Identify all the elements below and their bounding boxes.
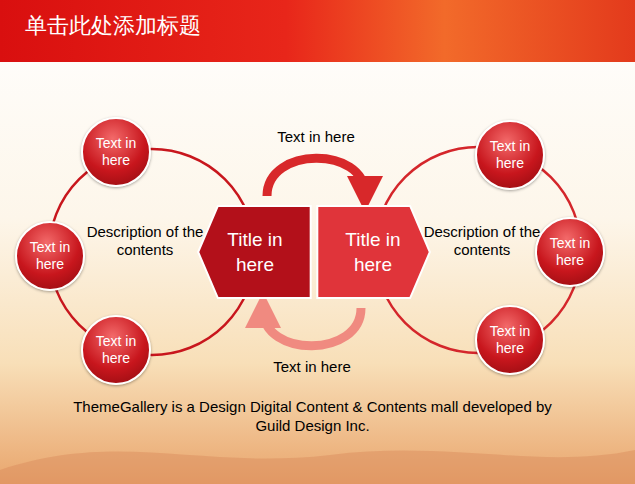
node-text: Text in here: [477, 323, 543, 357]
description-label: Description of the contents: [85, 223, 205, 259]
curved-arrow: [267, 158, 365, 196]
arrow-outline: [197, 204, 313, 300]
arrow-outline: [315, 204, 431, 300]
caption: ThemeGallery is a Design Digital Content…: [60, 397, 565, 435]
title-box: Title in here: [315, 204, 431, 300]
text-circle: Text in here: [15, 221, 85, 291]
node-text: Text in here: [83, 135, 149, 169]
arrow-label: Text in here: [277, 128, 355, 146]
text-circle: Text in here: [81, 117, 151, 187]
node-text: Text in here: [477, 138, 543, 172]
node-text: Title in here: [197, 227, 313, 277]
text-circle: Text in here: [535, 217, 605, 287]
description-label: Description of the contents: [422, 223, 542, 259]
text-circle: Text in here: [475, 120, 545, 190]
node-text: Text in here: [17, 239, 83, 273]
node-text: Text in here: [83, 333, 149, 367]
title-box: Title in here: [197, 204, 313, 300]
node-text: Title in here: [315, 227, 431, 277]
curved-arrow: [263, 308, 361, 346]
page-title: 单击此处添加标题: [25, 11, 201, 41]
arrow-label: Text in here: [273, 358, 351, 376]
text-circle: Text in here: [475, 305, 545, 375]
text-circle: Text in here: [81, 315, 151, 385]
node-text: Text in here: [537, 235, 603, 269]
